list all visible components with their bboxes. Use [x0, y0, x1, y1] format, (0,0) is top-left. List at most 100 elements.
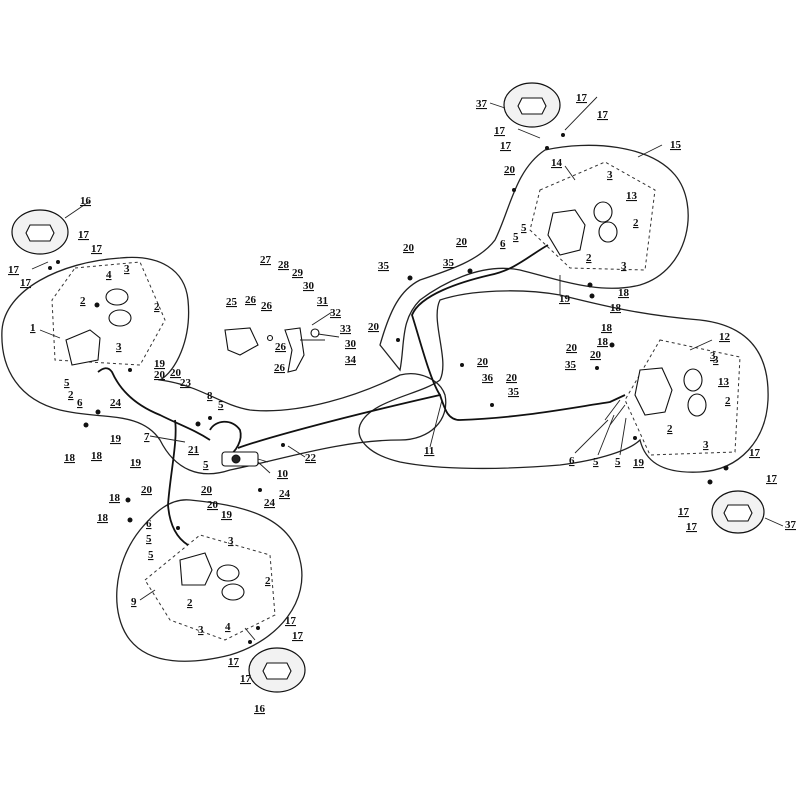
caliper-front-right	[547, 201, 618, 256]
master-cylinder-rod	[257, 458, 269, 463]
callout-26: 26	[245, 294, 257, 306]
callout-5: 5	[218, 399, 224, 411]
brake-pad-12b	[687, 393, 707, 417]
callout-17: 17	[228, 656, 240, 668]
caliper-rear-right	[634, 367, 707, 417]
callout-20: 20	[368, 321, 380, 333]
callout-6: 6	[500, 238, 506, 250]
callout-20: 20	[170, 367, 182, 379]
brake-pad-9b	[221, 583, 245, 601]
caliper-body-9	[179, 552, 213, 586]
pedal-pivot	[310, 328, 320, 338]
brake-line-rear-left	[167, 419, 189, 546]
callout-13: 13	[626, 190, 638, 202]
callout-12: 12	[719, 331, 731, 343]
callout-19: 19	[221, 509, 233, 521]
bolt	[723, 465, 729, 471]
callout-29: 29	[292, 267, 304, 279]
callout-2: 2	[667, 423, 673, 435]
small-hardware	[48, 133, 729, 644]
callout-34: 34	[345, 354, 357, 366]
bolt	[633, 436, 637, 440]
outline-group-15	[379, 144, 689, 372]
callout-20: 20	[207, 499, 219, 511]
callout-17: 17	[91, 243, 103, 255]
master-cylinder	[221, 451, 269, 467]
callout-5: 5	[593, 456, 599, 468]
outline-group-1	[1, 256, 447, 475]
callout-28: 28	[278, 259, 290, 271]
bolt	[407, 275, 413, 281]
callout-17: 17	[766, 473, 778, 485]
callout-5: 5	[64, 377, 70, 389]
bolt	[512, 188, 516, 192]
callout-31: 31	[317, 295, 328, 307]
disc-37-bottom-hub	[723, 504, 753, 522]
pedal-assembly	[224, 327, 325, 373]
callout-2: 2	[586, 252, 592, 264]
callout-2: 2	[633, 217, 639, 229]
brake-line-front-left	[97, 367, 211, 441]
dashed-bound-9	[144, 534, 276, 641]
leader-lines	[31, 96, 784, 641]
pedal-spring	[266, 334, 274, 342]
dashed-bound-1	[51, 261, 166, 366]
bolt	[561, 133, 565, 137]
callout-18: 18	[64, 452, 76, 464]
callout-9: 9	[131, 596, 137, 608]
callout-20: 20	[403, 242, 415, 254]
outline-group-9	[116, 499, 303, 662]
brake-line-rear-right-hose	[604, 399, 626, 426]
callout-3: 3	[116, 341, 122, 353]
callout-24: 24	[279, 488, 291, 500]
callout-19: 19	[633, 457, 645, 469]
callout-17: 17	[8, 264, 20, 276]
callout-35: 35	[565, 359, 577, 371]
callout-16: 16	[80, 195, 92, 207]
bolt	[545, 146, 549, 150]
dashed-bound-14	[529, 161, 656, 271]
bolt	[256, 626, 260, 630]
callout-18: 18	[618, 287, 630, 299]
callout-17: 17	[78, 229, 90, 241]
brake-pad-14a	[593, 201, 613, 223]
callout-17: 17	[749, 447, 761, 459]
callout-2: 2	[187, 597, 193, 609]
master-cylinder-port	[231, 454, 241, 464]
callout-19: 19	[130, 457, 142, 469]
callout-20: 20	[477, 356, 489, 368]
brake-discs	[11, 82, 765, 693]
callout-10: 10	[277, 468, 289, 480]
brake-pad-1a	[105, 288, 129, 306]
callout-20: 20	[590, 349, 602, 361]
bolt	[56, 260, 60, 264]
bolt	[467, 268, 473, 274]
bolt	[125, 497, 131, 503]
callout-4: 4	[106, 269, 112, 281]
bolt	[208, 416, 212, 420]
bolt	[587, 282, 593, 288]
bolt	[127, 517, 133, 523]
dashed-bound-12	[624, 339, 741, 456]
callout-22: 22	[305, 452, 317, 464]
callout-15: 15	[670, 139, 682, 151]
callout-19: 19	[154, 358, 166, 370]
caliper-front-left	[65, 288, 132, 366]
callout-5: 5	[148, 549, 154, 561]
callout-17: 17	[678, 506, 690, 518]
bolt	[248, 640, 252, 644]
callout-17: 17	[500, 140, 512, 152]
bolt	[48, 266, 52, 270]
bolt	[595, 366, 599, 370]
callout-2: 2	[154, 301, 160, 313]
callout-3: 3	[198, 624, 204, 636]
callout-11: 11	[424, 445, 434, 457]
callout-1: 1	[30, 322, 36, 334]
callout-6: 6	[77, 397, 83, 409]
bolt	[95, 409, 101, 415]
callout-37: 37	[785, 519, 797, 531]
disc-37-bottom	[711, 490, 765, 534]
callout-2: 2	[80, 295, 86, 307]
callout-5: 5	[521, 222, 527, 234]
